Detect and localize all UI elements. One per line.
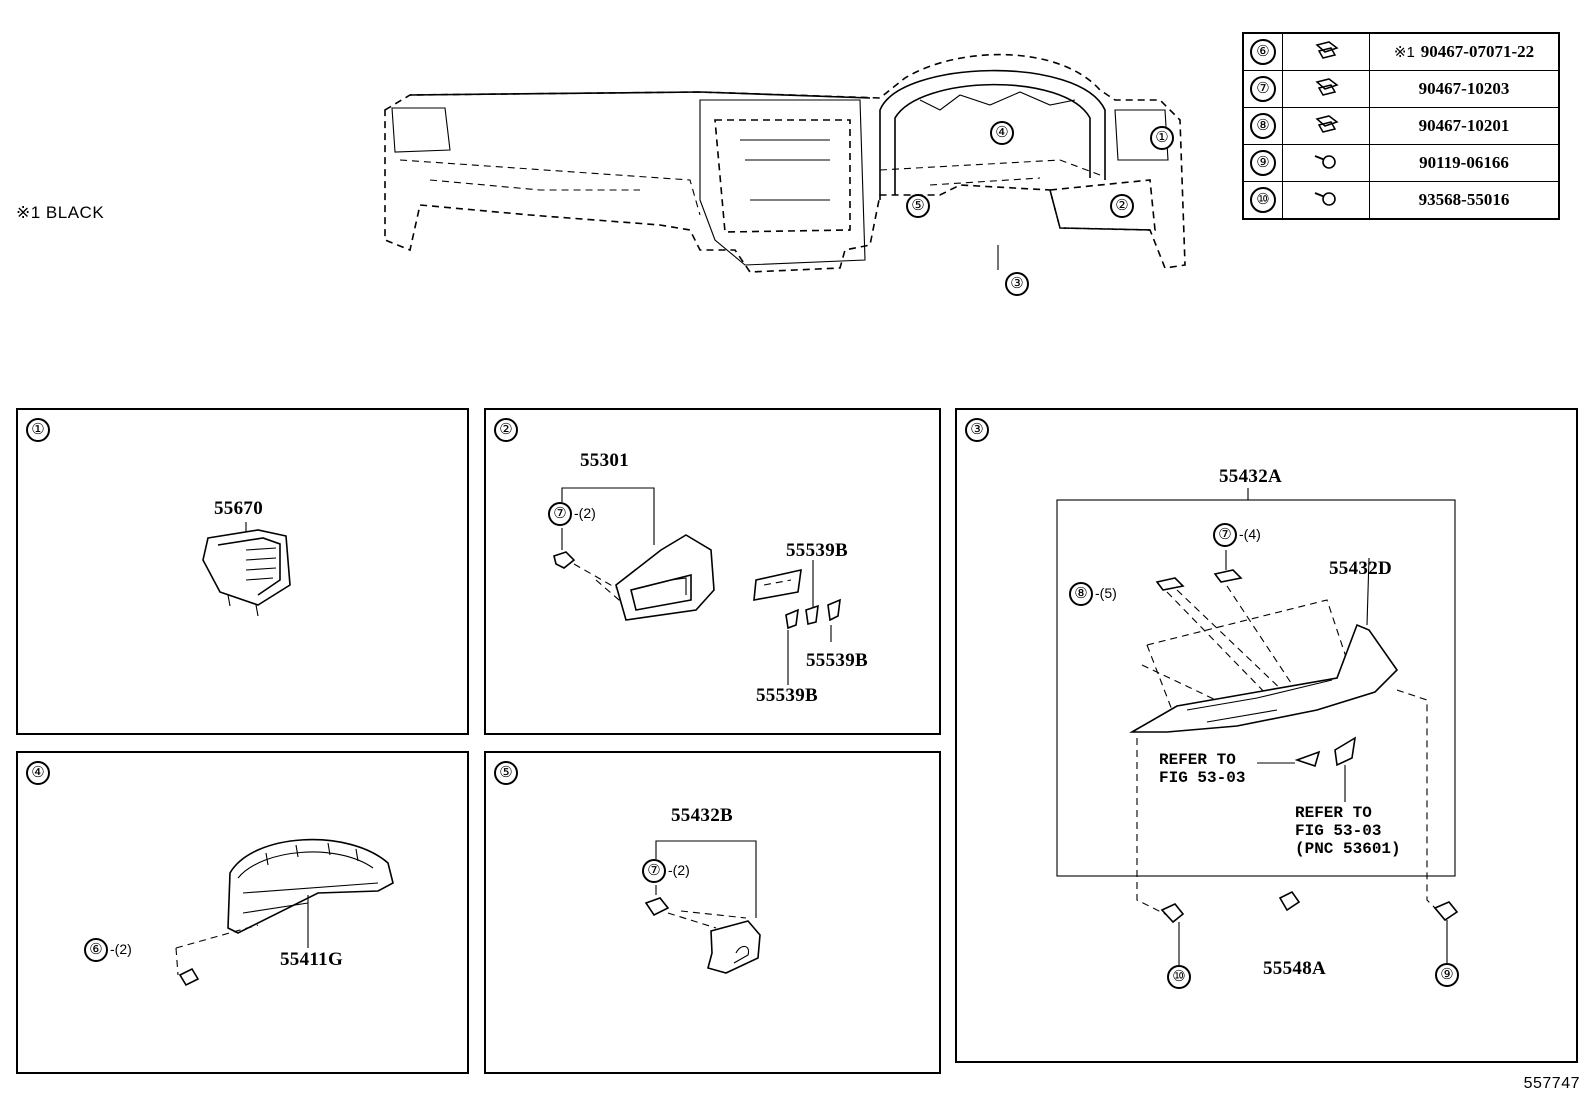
clip-icon bbox=[1282, 107, 1370, 145]
detail-panel-4: ④ 55411G ⑥ -(2) bbox=[16, 751, 469, 1074]
overview-callout-3: ③ bbox=[1005, 272, 1029, 296]
legend-part-number: 93568-55016 bbox=[1418, 190, 1510, 209]
legend-row: ⑥ ※1 90467-07071-22 bbox=[1242, 32, 1560, 71]
lower-cover-drawing bbox=[644, 840, 761, 974]
legend-callout-cell: ⑦ bbox=[1242, 70, 1283, 108]
screw-icon bbox=[1282, 181, 1370, 220]
panel-5-clip-callout: ⑦ bbox=[642, 859, 666, 883]
legend-callout-cell: ⑩ bbox=[1242, 181, 1283, 220]
detail-panel-1: ① 55670 bbox=[16, 408, 469, 735]
cluster-side-trim-drawing bbox=[553, 487, 841, 685]
legend-callout-cell: ⑨ bbox=[1242, 144, 1283, 182]
panel-2-callout: ② bbox=[494, 418, 518, 442]
side-vent-drawing bbox=[202, 522, 291, 617]
part-number-55432A: 55432A bbox=[1219, 466, 1283, 487]
panel-3-clip-7-callout: ⑦ bbox=[1213, 523, 1237, 547]
legend-part-cell: 90467-10203 bbox=[1369, 70, 1560, 108]
panel-4-callout: ④ bbox=[26, 761, 50, 785]
part-number-55432D: 55432D bbox=[1329, 558, 1393, 579]
part-number-55548A: 55548A bbox=[1263, 958, 1327, 979]
legend-part-number: 90467-10201 bbox=[1418, 116, 1510, 135]
cluster-hood-drawing bbox=[175, 838, 394, 987]
panel-3-clip-7-qty: -(4) bbox=[1239, 526, 1261, 542]
panel-3-clip-8-callout: ⑧ bbox=[1069, 582, 1093, 606]
panel-5-clip-qty: -(2) bbox=[668, 862, 690, 878]
panel-3-callout: ③ bbox=[965, 418, 989, 442]
part-number-55432B: 55432B bbox=[671, 805, 733, 826]
glove-box-drawing bbox=[1056, 488, 1459, 965]
legend-part-cell: 90467-10201 bbox=[1369, 107, 1560, 145]
legend-part-number: 90119-06166 bbox=[1419, 153, 1509, 172]
detail-panel-5: ⑤ 55432B ⑦ -(2) bbox=[484, 751, 941, 1074]
overview-callout-5: ⑤ bbox=[906, 194, 930, 218]
legend-callout-cell: ⑧ bbox=[1242, 107, 1283, 145]
legend-callout-cell: ⑥ bbox=[1242, 32, 1283, 71]
legend-callout: ⑧ bbox=[1250, 113, 1276, 139]
part-number-55411G: 55411G bbox=[280, 949, 344, 970]
panel-2-clip-qty: -(2) bbox=[574, 505, 596, 521]
part-number-55539B-bottom: 55539B bbox=[756, 685, 818, 706]
legend-row: ⑧ 90467-10201 bbox=[1242, 107, 1560, 145]
refer-note-right: REFER TO FIG 53-03 (PNC 53601) bbox=[1295, 804, 1401, 858]
panel-1-callout: ① bbox=[26, 418, 50, 442]
legend-part-number: 90467-10203 bbox=[1418, 79, 1510, 98]
part-number-55539B-right: 55539B bbox=[806, 650, 868, 671]
legend-callout: ⑥ bbox=[1250, 39, 1276, 65]
dashboard-overview-drawing bbox=[384, 53, 1186, 273]
panel-2-clip-callout: ⑦ bbox=[548, 502, 572, 526]
legend-callout: ⑨ bbox=[1250, 150, 1276, 176]
legend-part-number: 90467-07071-22 bbox=[1420, 42, 1535, 61]
legend-row: ⑩ 93568-55016 bbox=[1242, 181, 1560, 220]
screw-icon bbox=[1282, 144, 1370, 182]
overview-callout-1: ① bbox=[1150, 126, 1174, 150]
detail-panel-2: ② 55301 ⑦ -(2) 55539B 55539B 55539B bbox=[484, 408, 941, 735]
legend-row: ⑨ 90119-06166 bbox=[1242, 144, 1560, 182]
part-number-55670: 55670 bbox=[214, 498, 263, 519]
legend-part-cell: ※1 90467-07071-22 bbox=[1369, 32, 1560, 71]
legend-callout: ⑦ bbox=[1250, 76, 1276, 102]
color-note: ※1 BLACK bbox=[16, 203, 105, 222]
refer-note-left: REFER TO FIG 53-03 bbox=[1159, 751, 1246, 787]
panel-3-screw-10-callout: ⑩ bbox=[1167, 965, 1191, 989]
legend-part-cell: 90119-06166 bbox=[1369, 144, 1560, 182]
overview-callout-4: ④ bbox=[990, 121, 1014, 145]
panel-4-clip-qty: -(2) bbox=[110, 941, 132, 957]
clip-icon bbox=[1282, 70, 1370, 108]
detail-panel-3: ③ 55432A 55432D 55548A ⑦ -(4) ⑧ -(5) REF… bbox=[955, 408, 1578, 1063]
legend-callout: ⑩ bbox=[1250, 187, 1276, 213]
legend-part-cell: 93568-55016 bbox=[1369, 181, 1560, 220]
illustration-id: 557747 bbox=[1523, 1075, 1580, 1092]
legend-row: ⑦ 90467-10203 bbox=[1242, 70, 1560, 108]
part-number-55301: 55301 bbox=[580, 450, 629, 471]
panel-3-clip-8-qty: -(5) bbox=[1095, 585, 1117, 601]
part-number-55539B-top: 55539B bbox=[786, 540, 848, 561]
panel-4-clip-callout: ⑥ bbox=[84, 938, 108, 962]
overview-callout-2: ② bbox=[1110, 194, 1134, 218]
fastener-legend-table: ⑥ ※1 90467-07071-22 ⑦ 90467-10203 ⑧ 90467-1020… bbox=[1242, 32, 1560, 220]
panel-3-screw-9-callout: ⑨ bbox=[1435, 963, 1459, 987]
clip-icon bbox=[1282, 32, 1370, 71]
legend-color-mark: ※1 bbox=[1393, 44, 1415, 61]
panel-5-callout: ⑤ bbox=[494, 761, 518, 785]
